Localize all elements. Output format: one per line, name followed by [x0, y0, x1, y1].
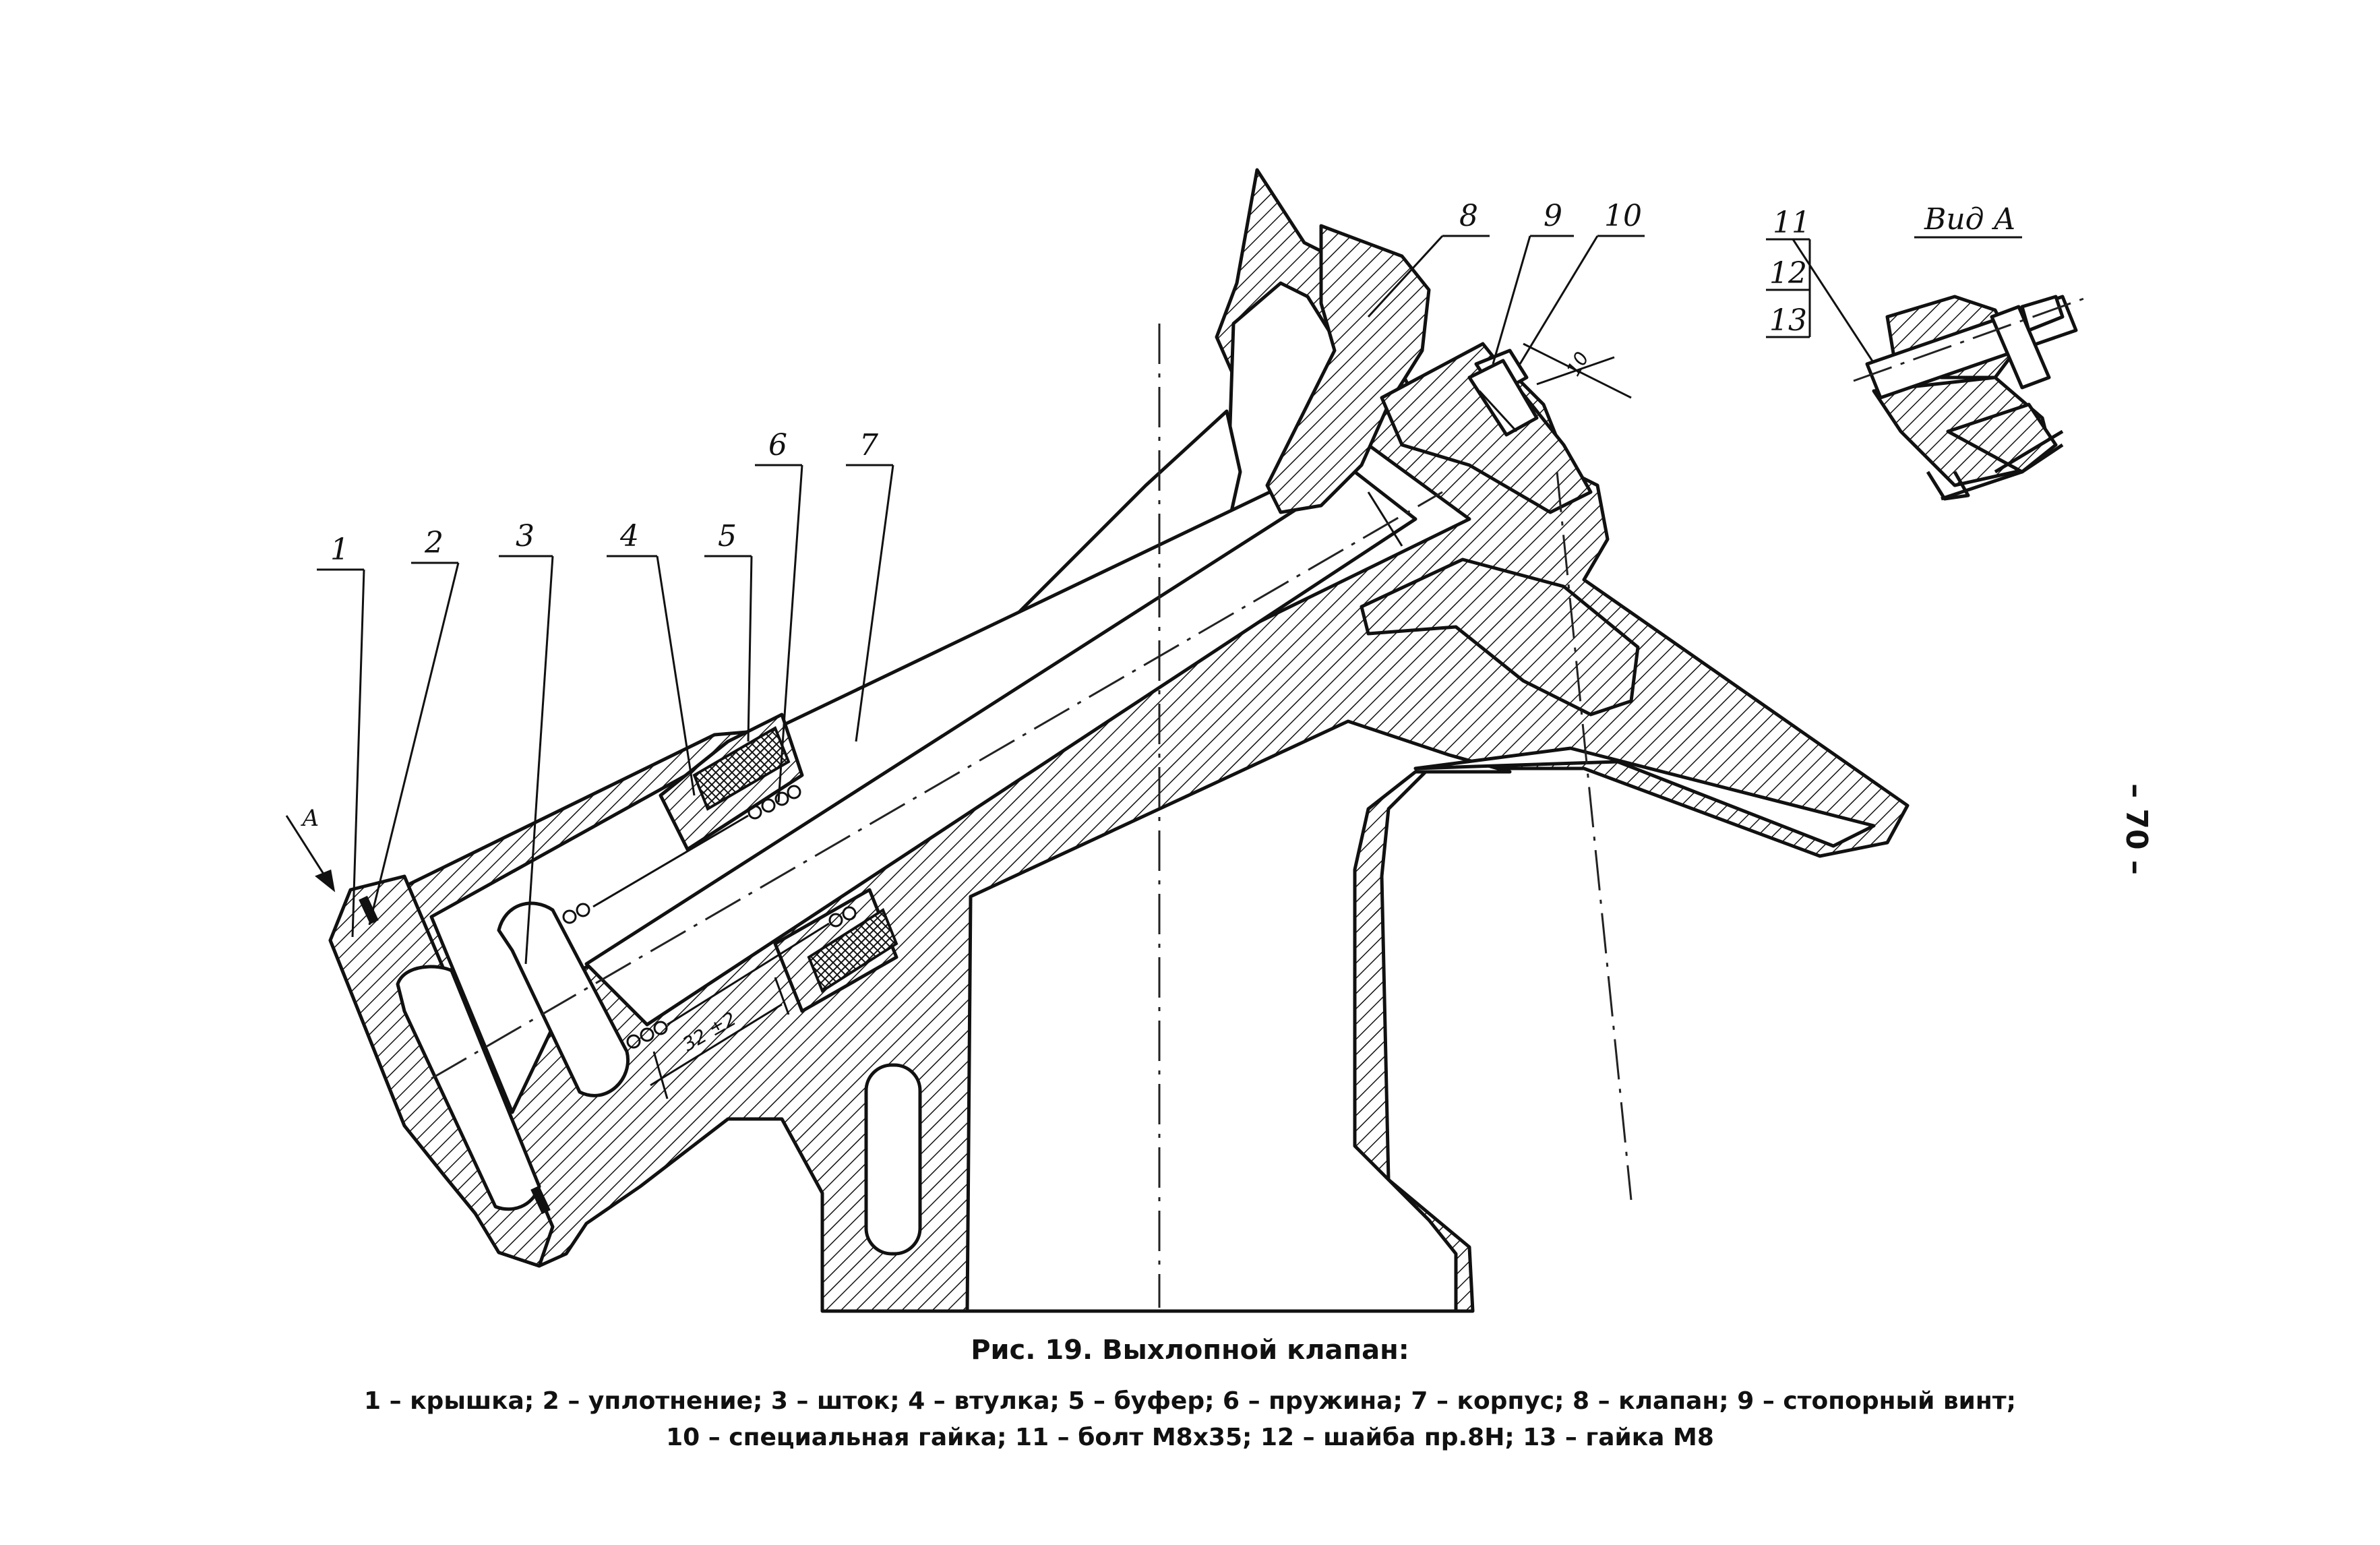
callout-9: 9	[1544, 199, 1562, 233]
buffer	[692, 726, 898, 993]
view-a-detail: Вид А 11 12 13	[1766, 202, 2090, 501]
set-screw	[1467, 359, 1539, 437]
callout-1: 1	[330, 533, 349, 567]
spring	[562, 785, 857, 1049]
callout-6: 6	[768, 428, 787, 462]
callout-12: 12	[1769, 256, 1807, 291]
seal	[359, 895, 551, 1215]
housing-body	[328, 168, 1910, 1313]
valve-disc	[1265, 224, 1640, 717]
callout-11: 11	[1773, 206, 1810, 240]
callout-5: 5	[718, 519, 737, 553]
legend-line-1: 1 – крышка; 2 – уплотнение; 3 – шток; 4 …	[364, 1387, 2016, 1415]
callout-13: 13	[1769, 303, 1807, 338]
callout-numbers: 1 2 3 4 5 6 7 8 9 10	[330, 199, 1642, 567]
callout-3: 3	[516, 519, 535, 553]
center-lines	[431, 324, 1633, 1308]
figure-caption: Рис. 19. Выхлопной клапан:	[971, 1335, 1409, 1366]
callout-10: 10	[1604, 199, 1642, 233]
view-a-arrow: А	[285, 805, 336, 892]
view-a-label: Вид А	[1924, 202, 2016, 237]
callout-2: 2	[424, 526, 444, 560]
callout-7: 7	[859, 428, 878, 462]
callout-leaders	[317, 235, 1645, 965]
legend-line-2: 10 – специальная гайка; 11 – болт М8х35;…	[666, 1424, 1714, 1451]
dimension-nut-offset: 10	[1523, 342, 1632, 399]
view-a-arrow-label: А	[301, 805, 319, 832]
callout-8: 8	[1459, 199, 1478, 233]
page-number: – 70 –	[2119, 783, 2154, 875]
callout-4: 4	[619, 519, 639, 553]
dimension-nut-offset-text: 10	[1562, 348, 1593, 380]
